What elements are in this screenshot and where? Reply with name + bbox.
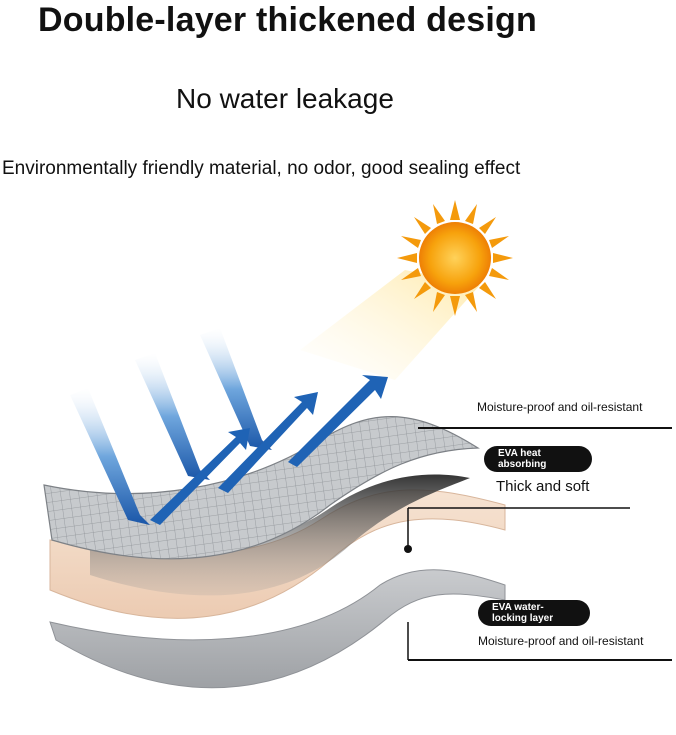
- tagline: Environmentally friendly material, no od…: [2, 158, 521, 179]
- leader-dot: [404, 545, 412, 553]
- eva-water-line2: locking layer: [492, 613, 554, 624]
- eva-heat-badge: EVA heat absorbing: [484, 446, 592, 472]
- reflected-heat-arrows: [150, 375, 388, 525]
- page-title: Double-layer thickened design: [38, 1, 537, 39]
- incoming-heat-arrows: [70, 328, 272, 525]
- bottom-layer-label: Moisture-proof and oil-resistant: [478, 634, 644, 648]
- sun-beam: [300, 270, 480, 380]
- bottom-foil-layer: [49, 569, 506, 689]
- leader-lines: [407, 427, 672, 661]
- top-foil-layer: [43, 416, 480, 560]
- top-layer-label: Moisture-proof and oil-resistant: [477, 400, 643, 414]
- sun-icon: [397, 200, 513, 316]
- eva-heat-line2: absorbing: [498, 459, 547, 470]
- eva-water-badge: EVA water- locking layer: [478, 600, 590, 626]
- eva-heat-line1: EVA heat: [498, 448, 541, 459]
- eva-water-line1: EVA water-: [492, 602, 544, 613]
- page-subtitle: No water leakage: [176, 83, 394, 114]
- middle-layer-label: Thick and soft: [496, 478, 590, 495]
